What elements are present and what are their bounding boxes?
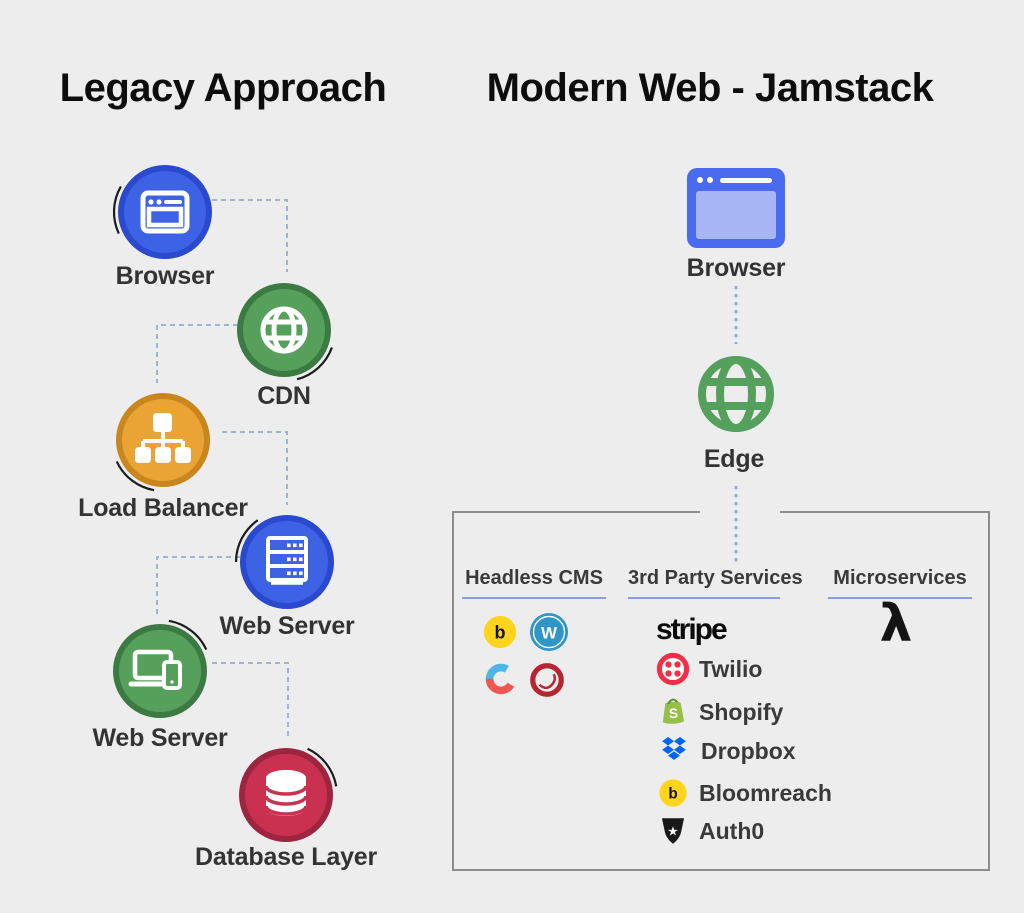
- legacy-node-web-server: [232, 507, 342, 617]
- bloomreach-icon: b: [483, 615, 517, 649]
- svg-text:b: b: [668, 786, 677, 803]
- legacy-title: Legacy Approach: [59, 66, 387, 110]
- load-balancer-icon: [110, 387, 216, 493]
- auth0-icon: ★: [661, 818, 685, 844]
- bloomreach-icon: b: [659, 779, 687, 807]
- server-rack-icon: [234, 509, 340, 615]
- legacy-node-load-balancer: [108, 385, 218, 495]
- service-row-auth0: ★ Auth0: [656, 813, 764, 849]
- modern-connector-line: [734, 486, 738, 562]
- dropbox-icon: [662, 736, 686, 760]
- service-row-dropbox: Dropbox: [656, 733, 796, 769]
- column-header-microservices: Microservices: [828, 567, 972, 599]
- contentful-icon: [485, 663, 517, 695]
- service-row-stripe: stripe: [656, 612, 728, 648]
- service-label: Bloomreach: [699, 779, 832, 806]
- legacy-node-label: Database Layer: [194, 843, 378, 871]
- column-header-3rd-party-services: 3rd Party Services: [628, 567, 803, 599]
- service-row-twilio: Twilio: [656, 651, 762, 687]
- service-label: Auth0: [699, 817, 765, 844]
- legacy-node-label: Web Server: [92, 724, 228, 752]
- modern-connector-line: [734, 286, 738, 344]
- service-row-shopify: S Shopify: [656, 694, 783, 730]
- stripe-wordmark: stripe: [656, 613, 728, 646]
- globe-icon: [231, 277, 337, 383]
- legacy-node-web-server-2: [105, 616, 215, 726]
- column-header-headless-cms: Headless CMS: [462, 567, 606, 599]
- shopify-icon: S: [662, 698, 685, 724]
- laptop-devices-icon: [107, 618, 213, 724]
- aws-lambda-icon: λ: [879, 594, 913, 654]
- modern-title: Modern Web - Jamstack: [486, 66, 934, 110]
- services-panel: [452, 510, 990, 871]
- database-icon: [233, 742, 339, 848]
- legacy-node-label: Browser: [115, 262, 215, 290]
- svg-text:b: b: [494, 623, 505, 643]
- legacy-node-cdn: [229, 275, 339, 385]
- modern-browser-label: Browser: [686, 254, 786, 282]
- service-label: Shopify: [699, 698, 784, 725]
- svg-text:S: S: [668, 706, 678, 722]
- legacy-node-database: [231, 740, 341, 850]
- service-label: Twilio: [699, 655, 763, 682]
- svg-text:★: ★: [667, 824, 678, 839]
- svg-text:W: W: [541, 624, 558, 643]
- edge-label: Edge: [703, 445, 765, 473]
- modern-browser-icon: [687, 168, 785, 248]
- sitecore-icon: [530, 663, 564, 697]
- edge-globe-icon: [698, 356, 774, 432]
- panel-border-gap: [700, 510, 780, 516]
- legacy-node-label: Load Balancer: [78, 494, 248, 522]
- service-row-bloomreach: b Bloomreach: [656, 775, 832, 811]
- browser-window-icon: [112, 159, 218, 265]
- service-label: Dropbox: [701, 737, 796, 764]
- legacy-node-label: Web Server: [219, 612, 355, 640]
- twilio-icon: [656, 652, 690, 686]
- legacy-node-label: CDN: [257, 382, 311, 410]
- wordpress-icon: W: [530, 613, 568, 651]
- legacy-node-browser: [110, 157, 220, 267]
